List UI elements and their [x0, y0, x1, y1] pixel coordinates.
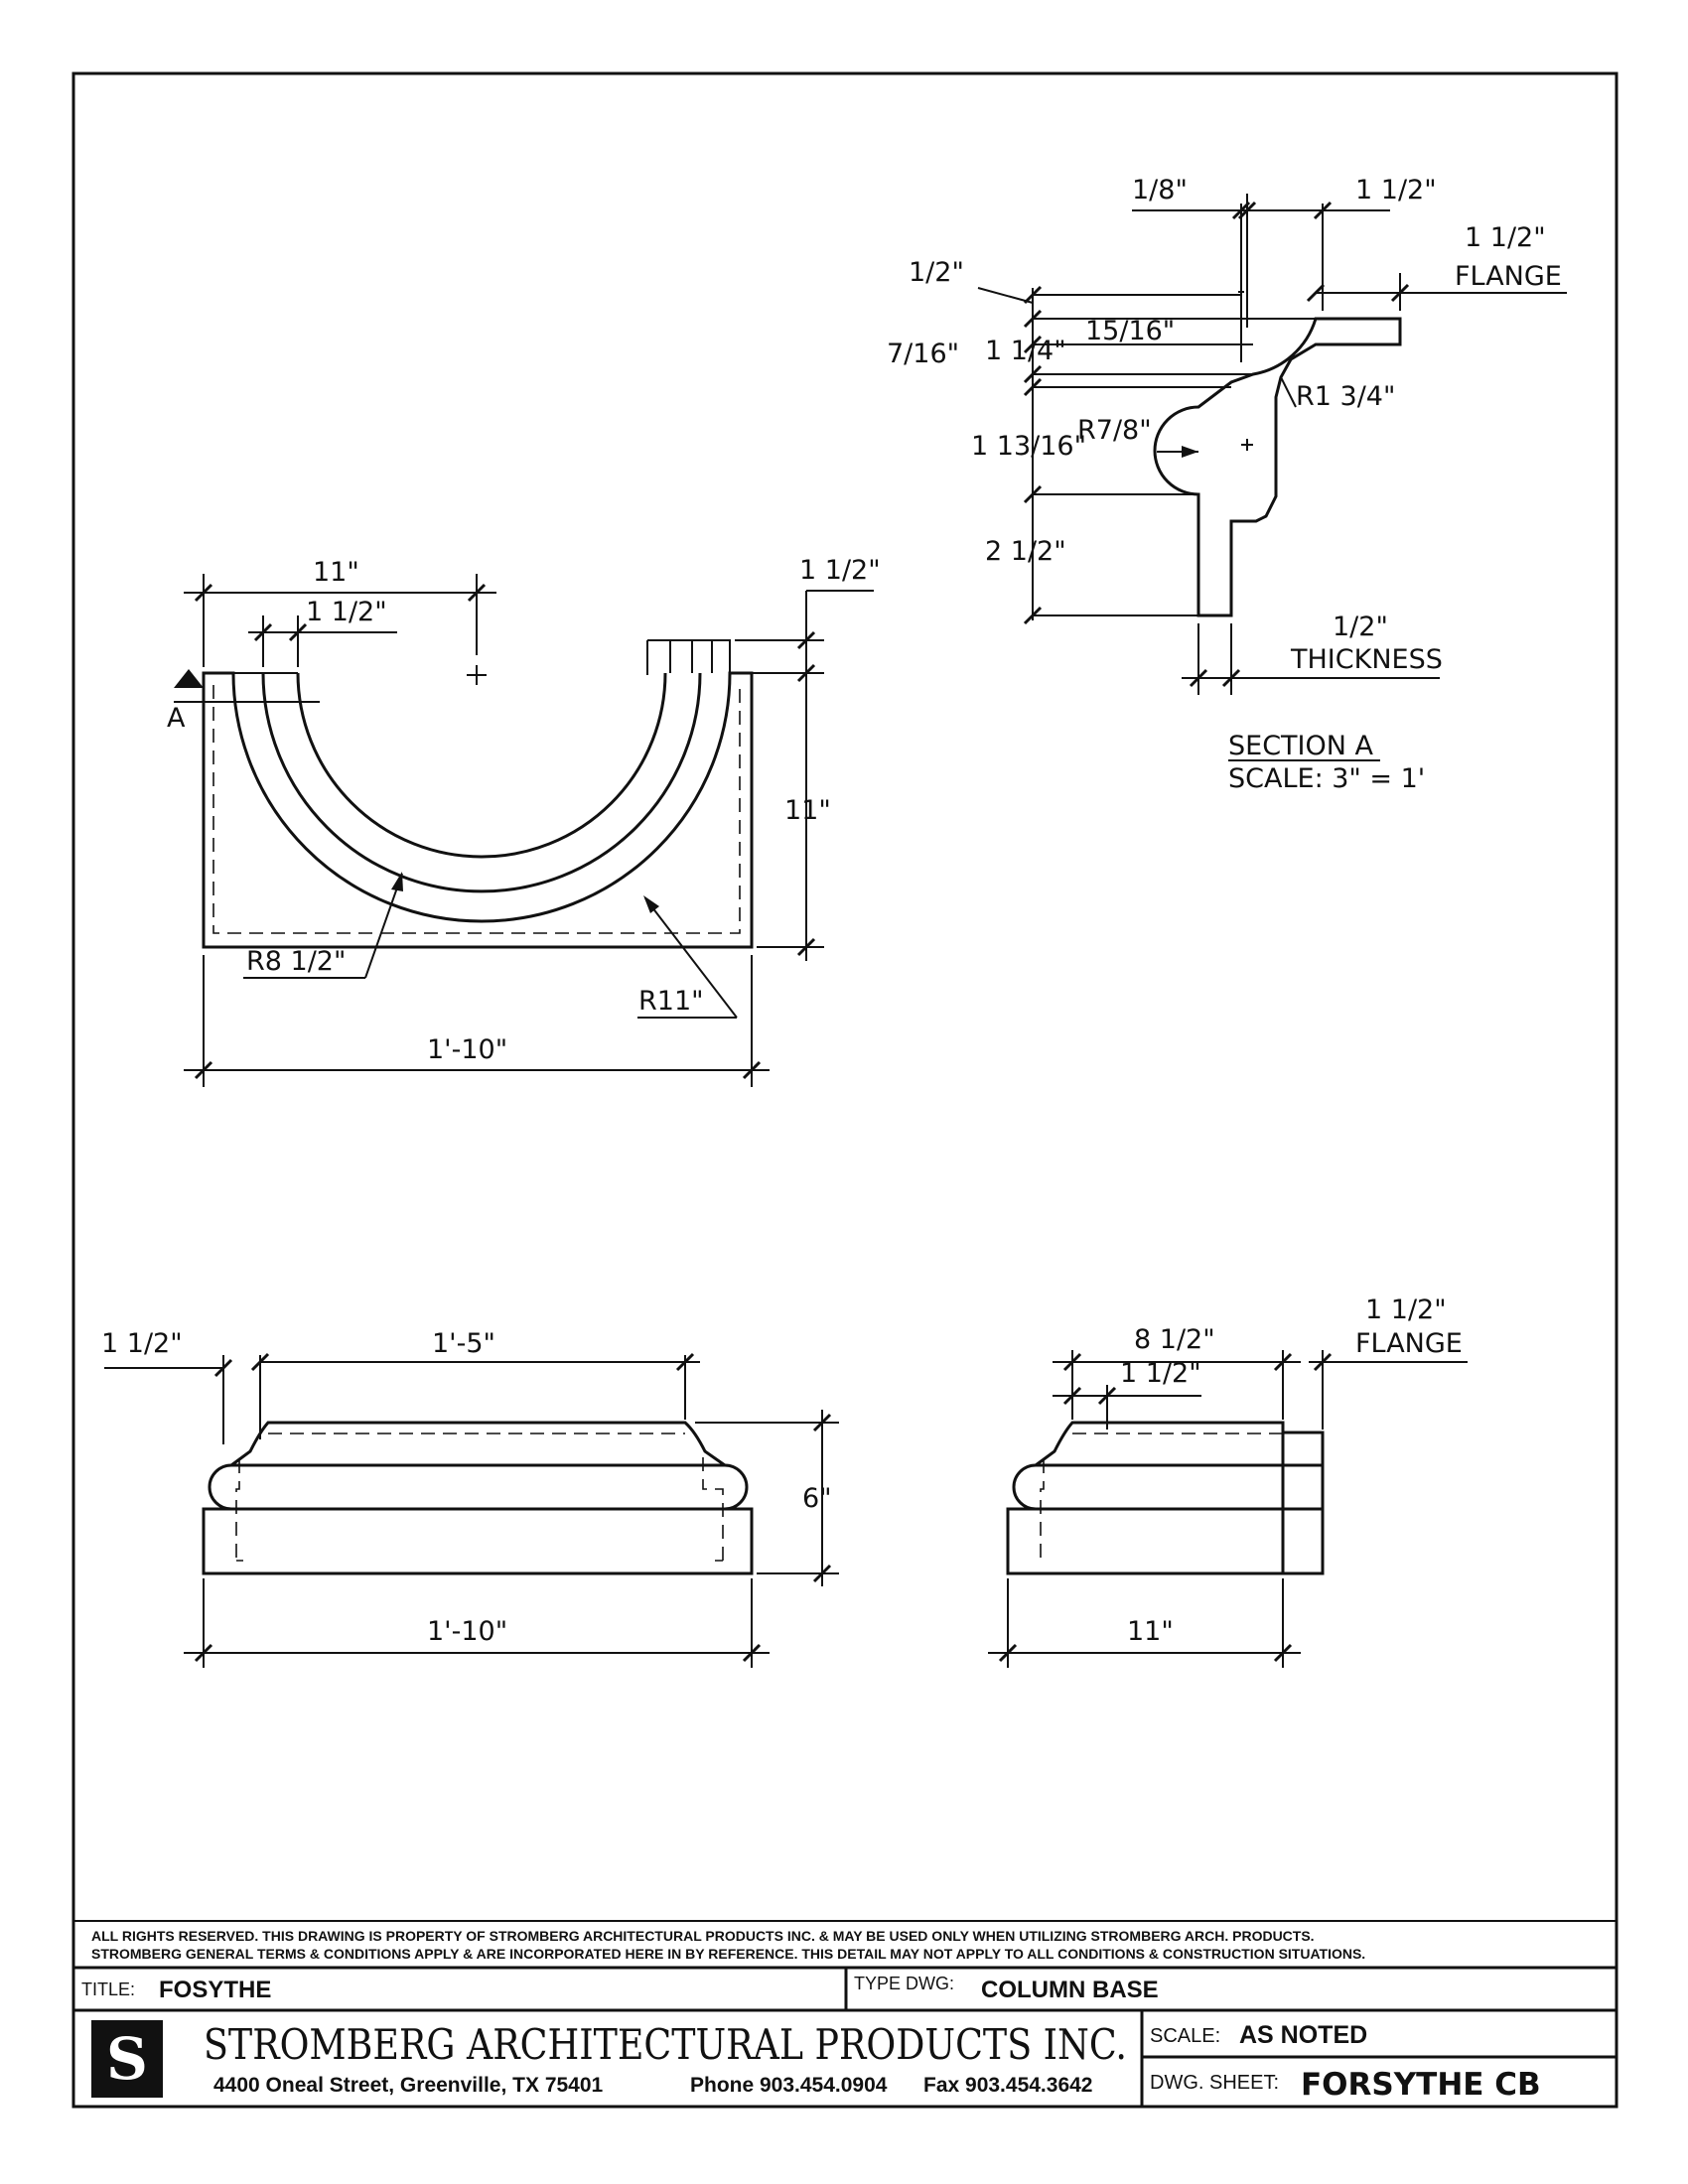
- plan-dim-r11: R11": [638, 986, 704, 1017]
- sheet-label: DWG. SHEET:: [1150, 2072, 1279, 2094]
- side-dim-right-flange: 1 1/2": [1365, 1295, 1447, 1325]
- type-value: COLUMN BASE: [981, 1977, 1159, 2003]
- plan-view: A 11" 1 1/2" 1 1/2" 11" R8 1/2" R11": [167, 555, 881, 1087]
- notice-line-1: ALL RIGHTS RESERVED. THIS DRAWING IS PRO…: [91, 1928, 1315, 1944]
- section-a: 1/8" 1 1/2" 1 1/2" FLANGE 1/2" 7/16" 1 1…: [887, 175, 1567, 794]
- section-scale: SCALE: 3" = 1': [1228, 763, 1425, 794]
- section-dim-thickness: 1/2": [1333, 612, 1388, 642]
- title-label: TITLE:: [81, 1979, 135, 1999]
- scale-value: AS NOTED: [1239, 2021, 1367, 2049]
- section-dim-flange: 1 1/2": [1465, 222, 1546, 253]
- plan-outline: [202, 671, 754, 949]
- front-dim-overall: 1'-10": [427, 1616, 507, 1647]
- section-dim-1-8: 1/8": [1132, 175, 1188, 205]
- section-dim-2-1-2: 2 1/2": [985, 536, 1066, 567]
- section-dim-15-16: 15/16": [1085, 316, 1175, 346]
- plan-tabs: [204, 639, 731, 679]
- plan-dim-flange: 1 1/2": [306, 597, 387, 627]
- section-dim-flange-label: FLANGE: [1455, 261, 1562, 292]
- notice-line-2: STROMBERG GENERAL TERMS & CONDITIONS APP…: [91, 1946, 1365, 1962]
- section-dim-r1-3-4: R1 3/4": [1296, 381, 1395, 412]
- front-dim-flange: 1 1/2": [101, 1328, 183, 1359]
- title-value: FOSYTHE: [159, 1977, 271, 2003]
- plan-dim-width-11: 11": [313, 557, 359, 588]
- side-dim-flange-label: FLANGE: [1355, 1328, 1463, 1359]
- section-title: SECTION A: [1228, 731, 1374, 761]
- side-dim-width: 8 1/2": [1134, 1324, 1215, 1355]
- company-address: 4400 Oneal Street, Greenville, TX 75401: [213, 2074, 604, 2097]
- section-dim-top-flange: 1 1/2": [1355, 175, 1437, 205]
- scale-label: SCALE:: [1150, 2025, 1220, 2047]
- plan-dim-overall: 1'-10": [427, 1034, 507, 1065]
- plan-arc-middle: [261, 672, 702, 893]
- plan-hidden-line: [212, 685, 741, 934]
- section-a-marker: [174, 669, 204, 688]
- plan-dim-right-flange: 1 1/2": [799, 555, 881, 586]
- side-dim-overall: 11": [1127, 1616, 1174, 1647]
- side-view: 8 1/2" 1 1/2" 1 1/2" FLANGE 11": [988, 1295, 1468, 1668]
- plan-dim-r8: R8 1/2": [246, 946, 346, 977]
- plan-center-mark: [467, 665, 487, 685]
- title-block: ALL RIGHTS RESERVED. THIS DRAWING IS PRO…: [73, 1920, 1617, 2107]
- sheet-value: FORSYTHE CB: [1301, 2067, 1541, 2103]
- front-view: 1 1/2" 1'-5" 6" 1'-10": [101, 1328, 839, 1668]
- company-phone: Phone 903.454.0904: [690, 2074, 888, 2097]
- section-dim-half: 1/2": [909, 257, 964, 288]
- side-dim-flange: 1 1/2": [1120, 1358, 1201, 1389]
- plan-dim-height: 11": [784, 795, 831, 826]
- section-dim-1-1-4: 1 1/4": [985, 336, 1066, 366]
- logo-letter: S: [106, 2025, 148, 2093]
- company-fax: Fax 903.454.3642: [923, 2074, 1092, 2097]
- section-marker-label: A: [167, 703, 186, 734]
- sheet-border: [71, 71, 1618, 2109]
- section-dim-7-16: 7/16": [887, 339, 959, 369]
- type-label: TYPE DWG:: [854, 1974, 954, 1993]
- front-dim-top-width: 1'-5": [432, 1328, 495, 1359]
- company-name: STROMBERG ARCHITECTURAL PRODUCTS INC.: [204, 2020, 1127, 2069]
- section-dim-r7-8: R7/8": [1077, 415, 1152, 446]
- section-dim-thickness-label: THICKNESS: [1290, 644, 1443, 675]
- section-dim-1-13-16: 1 13/16": [971, 431, 1086, 462]
- front-dim-height: 6": [802, 1483, 832, 1514]
- plan-arc-inner: [296, 672, 667, 859]
- company-logo: [91, 2020, 163, 2098]
- section-profile: [1153, 317, 1402, 617]
